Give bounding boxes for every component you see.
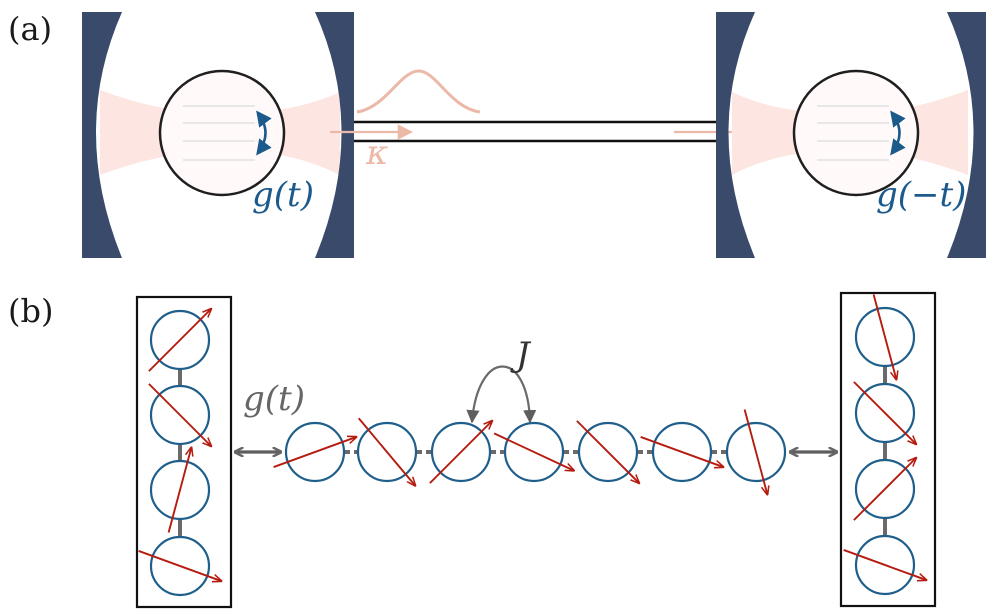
- right-register-qubit-4-spin-arrow: [843, 549, 927, 580]
- left-register-qubit-3-spin-arrow: [167, 447, 192, 533]
- photon-wavepacket: [356, 69, 481, 114]
- left-cavity-mirror-left: [82, 12, 122, 258]
- chain-qubit-2: [356, 417, 416, 485]
- right-cavity-beam-left: [732, 92, 815, 175]
- left-cavity-mirror-right: [315, 12, 354, 258]
- left-cavity: g(t): [82, 12, 354, 258]
- right-atom-transition-arrow: [890, 110, 906, 156]
- waveguide-section: κ: [330, 69, 756, 173]
- right-register-qubit-1-spin-arrow: [872, 294, 897, 379]
- coupling-b-label: g(t): [243, 379, 305, 419]
- panel-b-label: (b): [8, 292, 53, 330]
- chain-qubit-4: [493, 421, 574, 483]
- left-register-qubit-2: [148, 383, 211, 446]
- left-register-qubit-2-spin-arrow: [148, 383, 211, 446]
- left-atom: [158, 69, 286, 197]
- chain-qubit-6: [640, 421, 724, 483]
- chain-qubit-1: [273, 421, 357, 483]
- chain-qubit-4-spin-arrow: [493, 432, 574, 470]
- left-register-qubit-1: [148, 309, 211, 372]
- right-cavity: g(−t): [716, 12, 986, 258]
- left-register-box: [135, 295, 233, 609]
- qubit-links: [178, 366, 887, 537]
- chain-qubit-5-spin-arrow: [576, 420, 639, 483]
- chain-qubit-7: [725, 409, 787, 494]
- coupling-right-label: g(−t): [876, 175, 966, 215]
- chain-qubit-5: [576, 420, 639, 483]
- right-atom: [792, 69, 920, 197]
- left-register-qubit-1-spin-arrow: [148, 309, 211, 372]
- decay-rate-label: κ: [365, 133, 388, 173]
- left-register-qubit-4-spin-arrow: [138, 550, 222, 581]
- right-register-box: [839, 291, 937, 608]
- right-cavity-mirror-right: [947, 12, 986, 258]
- left-register-qubit-3: [149, 447, 211, 533]
- chain-qubit-3-spin-arrow: [429, 421, 492, 484]
- coupling-left-label: g(t): [252, 175, 314, 215]
- right-register-qubit-2: [853, 381, 916, 444]
- right-register-qubit-3: [853, 458, 916, 521]
- right-register-qubit-4: [843, 534, 927, 596]
- chain-qubit-7-spin-arrow: [743, 409, 768, 494]
- right-register-qubit-2-spin-arrow: [853, 381, 916, 444]
- right-cavity-mirror-left: [716, 12, 755, 258]
- left-register-qubit-4: [138, 535, 222, 597]
- panel-a-label: (a): [8, 10, 52, 48]
- chain-qubit-6-spin-arrow: [640, 436, 724, 467]
- left-atom-transition-arrow: [256, 110, 272, 156]
- chain-qubit-1-spin-arrow: [273, 437, 357, 468]
- chain-qubit-3: [429, 421, 492, 484]
- right-register-qubit-3-spin-arrow: [853, 458, 916, 521]
- right-register-qubit-1: [854, 294, 916, 379]
- hopping-label: J: [510, 335, 532, 375]
- chain-qubit-2-spin-arrow: [357, 417, 416, 485]
- qubits: [138, 294, 927, 597]
- hopping-arrow: [466, 365, 537, 424]
